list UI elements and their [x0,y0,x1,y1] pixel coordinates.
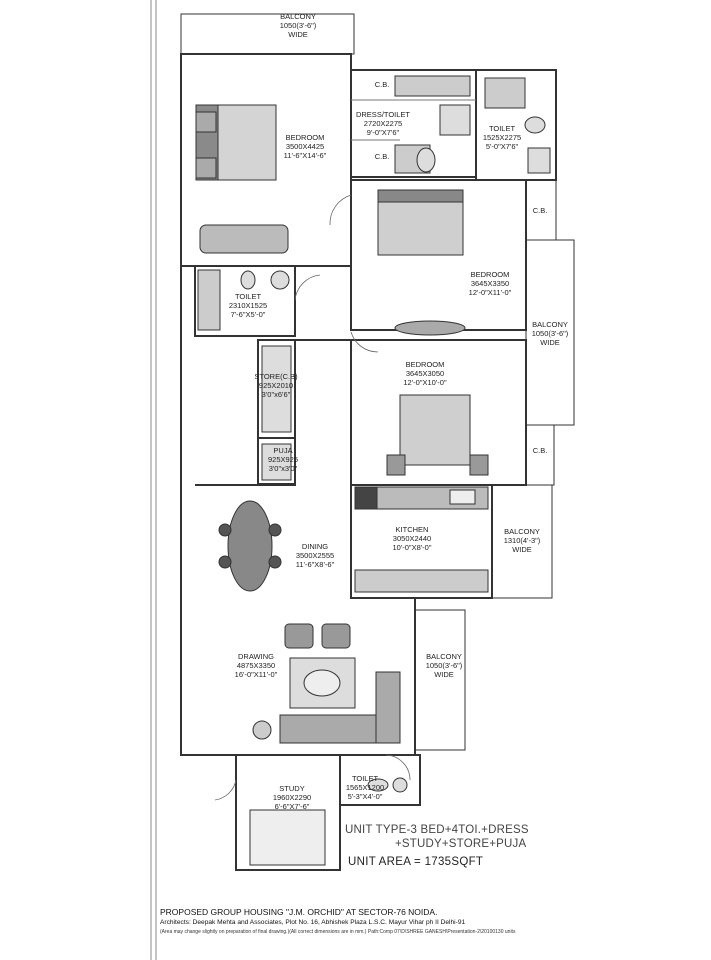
sofa-icon [199,224,289,254]
bathtub-icon [197,269,221,331]
study-outline [235,754,341,871]
door-swing [329,194,352,226]
door-swing [294,274,321,301]
basin-icon [439,104,471,136]
pillow-icon [377,189,464,203]
coffee-table-icon [303,669,341,697]
footer: PROPOSED GROUP HOUSING "J.M. ORCHID" AT … [160,906,700,936]
living-outline [180,266,493,871]
store-shelf-icon [261,345,292,433]
door-swing [214,779,237,801]
sink-icon [449,489,476,505]
puja-shelf-icon [261,443,292,481]
toilet-bottom-outline [339,754,421,806]
architects-line: Architects: Deepak Mehta and Associates,… [160,919,466,926]
cb-right-lower-outline [525,424,555,486]
cb-label: C.B. [374,80,390,89]
basin-icon [527,147,551,174]
plant-icon [252,720,272,740]
side-table-icon [195,111,217,133]
side-table-icon [386,454,406,476]
armchair-icon [321,623,351,649]
dining-table-icon [227,500,273,592]
unit-type-line-2: +STUDY+STORE+PUJA [395,838,527,850]
unit-area: UNIT AREA = 1735SQFT [348,856,484,868]
toilet-left-outline [194,265,296,337]
balcony-kitchen-outline [491,484,553,599]
toilet-icon [392,777,408,793]
kitchen-counter-icon [354,569,489,593]
wardrobe-icon [394,320,466,336]
door-swing [385,754,411,781]
toilet-icon [416,147,436,173]
chair-icon [268,555,282,569]
door-swing [350,331,379,353]
chair-icon [218,523,232,537]
stair-icon [249,809,326,866]
project-title: PROPOSED GROUP HOUSING "J.M. ORCHID" AT … [160,907,438,917]
l-sofa-icon [375,671,401,744]
chair-icon [268,523,282,537]
basin-icon [367,778,389,792]
cb-label: C.B. [532,206,548,215]
cb-label: C.B. [532,446,548,455]
wardrobe-icon [394,75,471,97]
bed-3-icon [399,394,471,466]
cb-label: C.B. [374,152,390,161]
stove-icon [354,486,378,510]
balcony-top-outline [180,13,355,55]
balcony-drawing-outline [414,609,466,751]
chair-icon [218,555,232,569]
side-table-icon [469,454,489,476]
toilet-icon [524,116,546,134]
unit-type-line-1: UNIT TYPE-3 BED+4TOI.+DRESS [345,824,529,836]
basin-icon [270,270,290,290]
unit-type-block: UNIT TYPE-3 BED+4TOI.+DRESS +STUDY+STORE… [345,823,529,851]
bathtub-icon [484,77,526,109]
toilet-icon [240,270,256,290]
side-table-icon [195,157,217,179]
armchair-icon [284,623,314,649]
footer-note: (Area may change slightly on preparation… [160,929,516,935]
